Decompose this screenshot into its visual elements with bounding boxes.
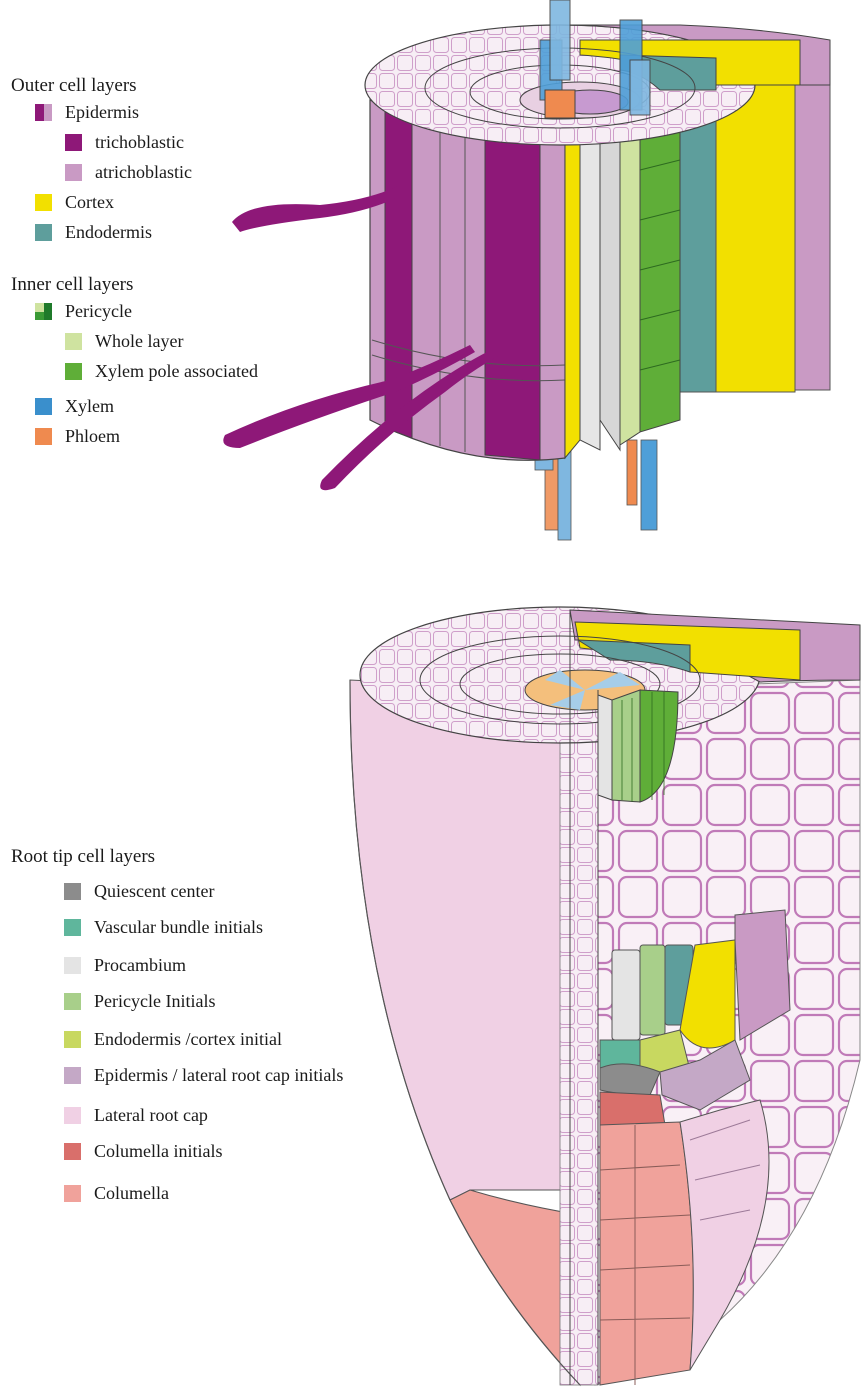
legend-label: trichoblastic [95, 132, 184, 153]
legend-item-pericycle-initials: Pericycle Initials [64, 991, 215, 1012]
legend-item-columella: Columella [64, 1183, 169, 1204]
legend-item-epidermis-lateral-root-cap-initials: Epidermis / lateral root cap initials [64, 1065, 343, 1086]
legend-label: Endodermis /cortex initial [94, 1029, 282, 1050]
endodermis-cortex-initial-swatch [64, 1031, 81, 1048]
legend-item-columella-initials: Columella initials [64, 1141, 223, 1162]
outer-cell-layers-legend: Outer cell layers Epidermis trichoblasti… [11, 74, 341, 254]
legend-label: Epidermis / lateral root cap initials [94, 1065, 343, 1086]
vascular-bundle-initials-swatch [64, 919, 81, 936]
quiescent-center-swatch [64, 883, 81, 900]
whole-layer-swatch [65, 333, 82, 350]
lateral-root-cap-swatch [64, 1107, 81, 1124]
xylem-pole-swatch [65, 363, 82, 380]
legend-label: Whole layer [95, 331, 183, 352]
legend-label: atrichoblastic [95, 162, 192, 183]
root-tip-cell-layers-legend: Root tip cell layers Quiescent center Va… [11, 845, 431, 1215]
phloem-swatch [35, 428, 52, 445]
legend-label: Pericycle [65, 301, 132, 322]
epidermis-lrc-initials-swatch [64, 1067, 81, 1084]
legend-item-xylem: Xylem [35, 396, 114, 417]
legend-label: Epidermis [65, 102, 139, 123]
legend-title-inner: Inner cell layers [11, 273, 341, 297]
legend-item-procambium: Procambium [64, 955, 186, 976]
legend-item-whole-layer: Whole layer [65, 331, 183, 352]
legend-label: Procambium [94, 955, 186, 976]
legend-label: Pericycle Initials [94, 991, 215, 1012]
legend-item-endodermis-cortex-initial: Endodermis /cortex initial [64, 1029, 282, 1050]
legend-label: Columella initials [94, 1141, 223, 1162]
inner-cell-layers-legend: Inner cell layers Pericycle Whole layer … [11, 273, 341, 453]
legend-item-quiescent-center: Quiescent center [64, 881, 214, 902]
legend-label: Cortex [65, 192, 114, 213]
legend-label: Columella [94, 1183, 169, 1204]
legend-item-phloem: Phloem [35, 426, 120, 447]
legend-item-trichoblastic: trichoblastic [65, 132, 184, 153]
legend-title-root-tip: Root tip cell layers [11, 845, 431, 869]
legend-item-endodermis: Endodermis [35, 222, 152, 243]
legend-label: Endodermis [65, 222, 152, 243]
endodermis-swatch [35, 224, 52, 241]
pericycle-initials-swatch [64, 993, 81, 1010]
cortex-swatch [35, 194, 52, 211]
columella-initials-swatch [64, 1143, 81, 1160]
legend-item-pericycle: Pericycle [35, 301, 132, 322]
columella-swatch [64, 1185, 81, 1202]
legend-title-outer: Outer cell layers [11, 74, 341, 98]
epidermis-swatch [35, 104, 52, 121]
pericycle-swatch [35, 303, 52, 320]
legend-item-xylem-pole-associated: Xylem pole associated [65, 361, 258, 382]
legend-label: Vascular bundle initials [94, 917, 263, 938]
legend-label: Quiescent center [94, 881, 214, 902]
xylem-swatch [35, 398, 52, 415]
legend-item-vascular-bundle-initials: Vascular bundle initials [64, 917, 263, 938]
legend-label: Xylem [65, 396, 114, 417]
trichoblastic-swatch [65, 134, 82, 151]
atrichoblastic-swatch [65, 164, 82, 181]
legend-item-lateral-root-cap: Lateral root cap [64, 1105, 208, 1126]
legend-label: Phloem [65, 426, 120, 447]
procambium-swatch [64, 957, 81, 974]
legend-label: Xylem pole associated [95, 361, 258, 382]
legend-label: Lateral root cap [94, 1105, 208, 1126]
legend-item-cortex: Cortex [35, 192, 114, 213]
legend-item-epidermis: Epidermis [35, 102, 139, 123]
legend-item-atrichoblastic: atrichoblastic [65, 162, 192, 183]
